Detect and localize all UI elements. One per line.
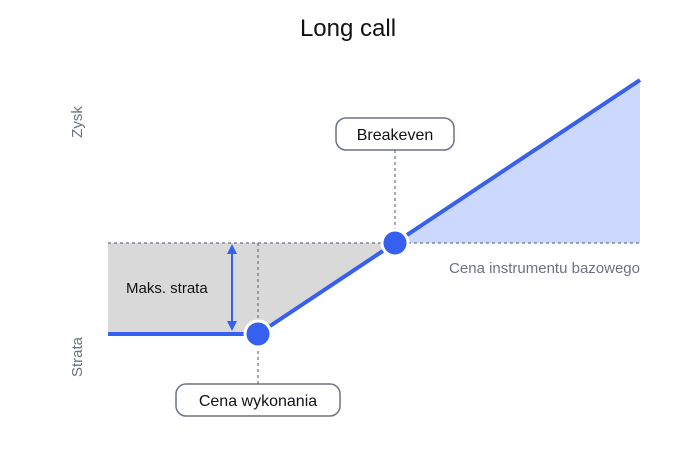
strike-point: [243, 319, 273, 349]
underlying-price-label: Cena instrumentu bazowego: [449, 260, 640, 277]
profit-axis-label: Zysk: [69, 106, 86, 138]
breakeven-callout: [335, 117, 455, 151]
breakeven-point: [380, 228, 410, 258]
max-loss-label: Maks. strata: [126, 280, 208, 297]
loss-axis-label: Strata: [69, 336, 86, 377]
breakeven-callout-text: Breakeven: [357, 127, 434, 144]
diagram-title: Long call: [300, 15, 396, 42]
loss-region: [108, 243, 395, 334]
max-loss-arrowhead-top: [227, 244, 237, 254]
strike-callout: [175, 383, 341, 417]
strike-callout-text: Cena wykonania: [199, 393, 317, 410]
max-loss-arrowhead-bottom: [227, 321, 237, 331]
